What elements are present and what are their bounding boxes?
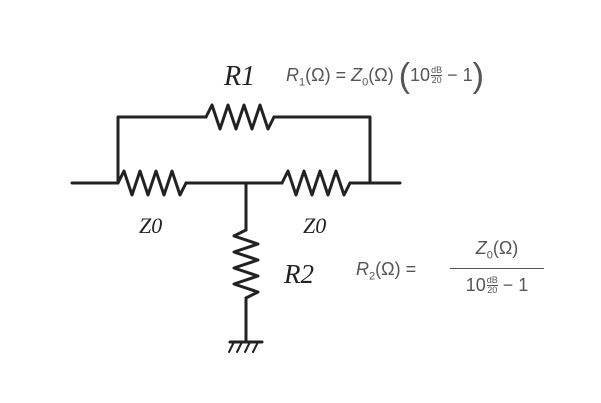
equation-r2-lhs: R2(Ω) = [356,259,416,283]
label-r2: R2 [283,259,314,289]
eq-r1-z-symbol: Z [351,65,363,85]
eq-r1-exp-num: dB [431,65,443,75]
eq-r1-exp-den: 20 [431,75,442,85]
ground-icon [228,340,264,353]
eq-r1-lhs-symbol: R [286,65,299,85]
eq-r2-exp-num: dB [486,274,498,285]
eq-r2-num-symbol: Z [475,238,487,258]
resistor-z0-right [280,169,352,197]
eq-r1-base: 10 [410,65,431,85]
resistor-z0-left [116,169,188,197]
resistor-r2 [232,228,260,300]
eq-r2-lhs-unit: (Ω) [375,259,401,279]
eq-r2-base: 10 [465,274,486,295]
eq-r1-equals: = [335,65,347,85]
eq-r2-equals: = [405,259,417,279]
resistor-r1 [204,103,276,131]
eq-r1-minus-one: − 1 [447,65,473,85]
eq-r2-num-unit: (Ω) [492,238,519,258]
eq-r2-fraction-bar [450,267,544,269]
eq-r1-z-unit: (Ω) [368,65,394,85]
eq-r2-num-subscript: 0 [486,249,493,262]
wire-r1-right [272,115,372,185]
label-r1: R1 [223,61,255,92]
eq-r1-close-paren: ) [472,57,484,95]
eq-r1-lhs-unit: (Ω) [305,65,331,85]
eq-r1-open-paren: ( [398,57,411,95]
eq-r1-z-subscript: 0 [362,76,369,89]
wire-r1-left [116,115,208,185]
eq-r1-lhs-subscript: 1 [299,76,306,89]
eq-r2-lhs-subscript: 2 [369,270,376,283]
label-z0-left: Z0 [139,213,162,238]
eq-r2-lhs-symbol: R [356,259,369,279]
label-z0-right: Z0 [303,213,326,238]
eq-r2-exp-den: 20 [487,284,498,295]
eq-r2-minus-one: − 1 [502,274,529,295]
eq-r2-numerator: Z0(Ω) [476,238,519,262]
